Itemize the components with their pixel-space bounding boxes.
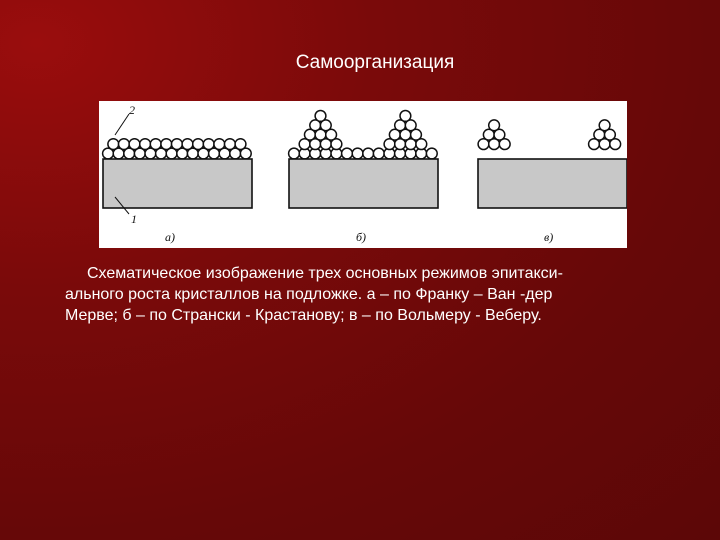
atom-island-b bbox=[324, 128, 338, 141]
atom-wetting-layer-b bbox=[287, 147, 301, 160]
caption-line-3: Мерве; б – по Странски - Крастанову; в –… bbox=[65, 307, 542, 324]
atom-island-b bbox=[330, 137, 343, 151]
atom-layer-a bbox=[234, 137, 247, 151]
atom-island-b bbox=[314, 109, 327, 123]
atom-wetting-layer-b bbox=[362, 147, 375, 160]
atom-layer-a bbox=[213, 137, 226, 151]
panel-label-c: в) bbox=[544, 230, 553, 244]
growth-modes-figure: 2 1 а) б) в) bbox=[99, 101, 627, 248]
atom-island-b bbox=[409, 128, 423, 141]
atom-layer-a bbox=[117, 137, 131, 151]
label-substrate: 1 bbox=[131, 212, 137, 226]
atom-island-b bbox=[319, 119, 332, 132]
atom-island-b bbox=[404, 119, 417, 132]
atom-wetting-layer-b bbox=[340, 147, 354, 160]
leader-line-substrate bbox=[114, 196, 130, 215]
atom-island-c bbox=[609, 137, 622, 151]
substrate-b bbox=[288, 158, 439, 209]
label-layer: 2 bbox=[129, 103, 135, 117]
atom-island-c bbox=[498, 137, 511, 151]
atom-layer-a bbox=[107, 137, 120, 151]
atom-island-c bbox=[487, 119, 501, 132]
panel-label-b: б) bbox=[356, 230, 366, 244]
leader-line-layer bbox=[114, 113, 130, 136]
atom-layer-a bbox=[181, 137, 194, 151]
panel-label-a: а) bbox=[165, 230, 175, 244]
substrate-a bbox=[102, 158, 253, 209]
atom-island-b bbox=[415, 137, 428, 151]
figure-caption: Схематическое изображение трех основных … bbox=[65, 263, 705, 326]
atom-wetting-layer-b bbox=[425, 147, 438, 160]
atom-island-c bbox=[598, 119, 611, 132]
substrate-c bbox=[477, 158, 627, 209]
atom-layer-a bbox=[191, 137, 205, 151]
atom-island-c bbox=[493, 128, 506, 141]
atom-wetting-layer-b bbox=[351, 147, 364, 160]
atom-layer-a bbox=[128, 137, 141, 151]
slide-title: Самоорганизация bbox=[295, 52, 455, 73]
atom-island-b bbox=[399, 109, 412, 123]
atom-island-c bbox=[603, 128, 617, 141]
atom-layer-a bbox=[202, 137, 215, 151]
atom-layer-a bbox=[160, 137, 173, 151]
atom-wetting-layer-b bbox=[372, 147, 385, 160]
atom-layer-a bbox=[149, 137, 162, 151]
atom-layer-a bbox=[170, 137, 184, 151]
atom-layer-a bbox=[138, 137, 152, 151]
caption-line-2: ального роста кристаллов на подложке. а … bbox=[65, 286, 553, 303]
atom-layer-a bbox=[223, 137, 237, 151]
caption-line-1: Схематическое изображение трех основных … bbox=[87, 265, 563, 282]
